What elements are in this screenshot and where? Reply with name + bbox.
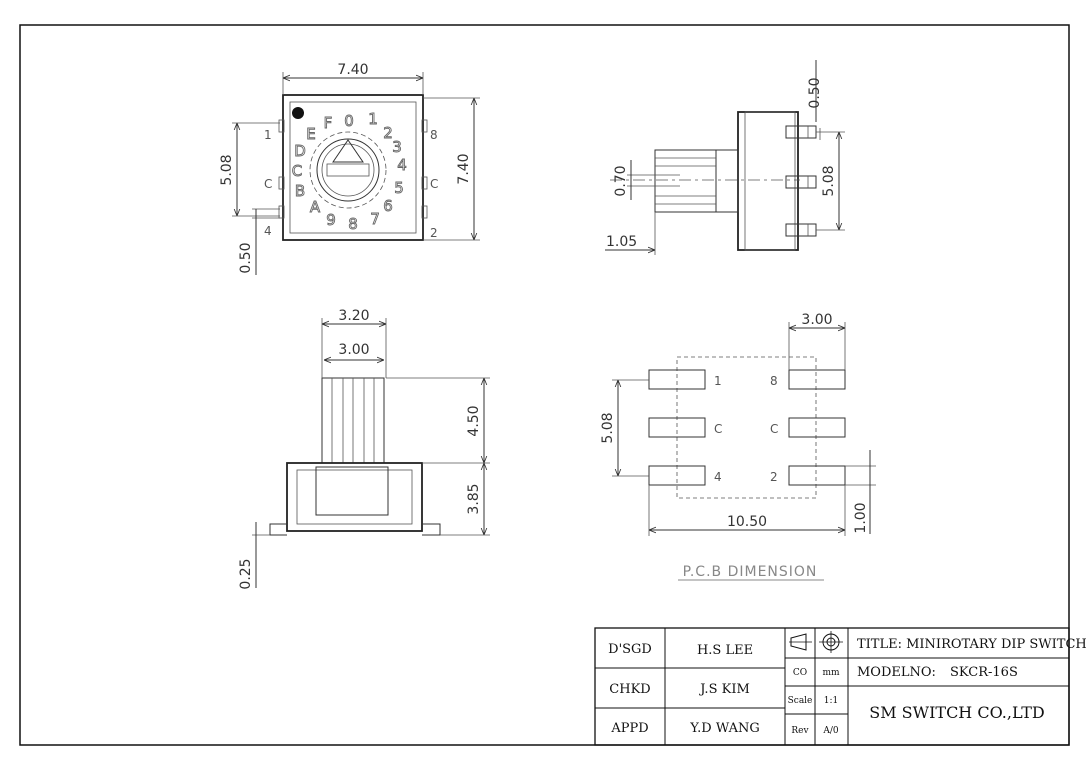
dial-label-4: 4 [397,156,407,174]
pcb-pin-1-label: 1 [714,374,722,388]
model-label: MODELNO: [857,665,936,680]
front-base-dimension: 0.25 [238,558,254,589]
pcb-pitch-dimension: 5.08 [600,412,616,443]
pcb-view: 1 8 C C 4 2 3.00 5.08 10.50 1.00 P.C.B D… [600,312,876,581]
co-label: CO [793,668,807,678]
front-outer-dimension: 3.20 [338,308,369,324]
dial-label-5: 5 [394,179,404,197]
company-name: SM SWITCH CO.,LTD [869,703,1045,722]
dial-label-a: A [310,198,321,216]
pcb-pad-4 [648,465,706,486]
pcb-dimension-label: P.C.B DIMENSION [683,564,818,580]
front-shaft-height-dimension: 4.50 [466,405,482,436]
dial-hex-labels: 0 1 2 3 4 5 6 7 8 9 A B C D E F [291,110,407,234]
dial-label-3: 3 [392,138,402,156]
pcb-pad-c-right [788,417,846,438]
dial-label-7: 7 [370,210,380,228]
dial-label-8: 8 [348,215,358,233]
side-pitch-dimension: 5.08 [821,165,837,196]
top-pin-c-left-label: C [264,177,272,191]
pcb-pin-4-label: 4 [714,470,722,484]
pcb-pin-2-label: 2 [770,470,778,484]
pcb-pin-c-right-label: C [770,422,778,436]
top-pin-8-label: 8 [430,128,438,142]
dial-label-6: 6 [383,197,393,215]
title-block: D'SGD H.S LEE CHKD J.S KIM APPD Y.D WANG… [594,627,1087,746]
checked-label: CHKD [609,682,650,697]
side-view: 0.50 5.08 0.70 1.05 [605,60,845,255]
top-pitch-dimension: 5.08 [219,154,235,185]
scale-label: Scale [788,696,813,706]
dial-label-d: D [294,142,306,160]
side-top-dimension: 0.50 [807,77,823,108]
dial-gear [309,131,387,209]
sheet-border [19,24,1070,746]
pcb-pad-width-dimension: 3.00 [801,312,832,328]
crosshair-circle-icon [819,631,843,653]
pin1-marker-dot [292,107,304,119]
pcb-pad-1 [648,369,706,390]
front-body-height-dimension: 3.85 [466,483,482,514]
pcb-outline [676,356,817,499]
dial-label-e: E [306,125,315,143]
dial-label-9: 9 [326,211,336,229]
pcb-span-dimension: 10.50 [727,514,767,530]
side-view-shaft [654,149,717,213]
approved-label: APPD [610,721,648,736]
approved-name: Y.D WANG [689,721,759,736]
pcb-pin-8-label: 8 [770,374,778,388]
top-pin-1-label: 1 [264,128,272,142]
pcb-pad-c-left [648,417,706,438]
top-pin-c-right-label: C [430,177,438,191]
top-width-dimension: 7.40 [337,62,368,78]
top-pin-2-label: 2 [430,226,438,240]
rev-label: Rev [791,726,809,736]
dial-label-f: F [324,114,333,132]
side-shaft-dimension: 0.70 [613,165,629,196]
dial-label-1: 1 [368,110,378,128]
designed-name: H.S LEE [697,643,753,658]
top-pad-dimension: 0.50 [238,242,254,273]
designed-label: D'SGD [608,642,652,657]
checked-name: J.S KIM [698,682,750,697]
front-inner-dimension: 3.00 [338,342,369,358]
dial-label-0: 0 [344,112,354,130]
dial-label-c: C [292,162,302,180]
dial-label-b: B [295,182,305,200]
scale-value: 1:1 [824,696,838,706]
top-view-body [282,94,424,241]
pcb-pin-c-left-label: C [714,422,722,436]
side-lead-dimension: 1.05 [606,234,637,250]
front-view: 3.20 3.00 4.50 3.85 0.25 [238,308,490,590]
third-angle-projection-icon [789,633,812,651]
unit-value: mm [822,668,840,678]
pcb-pad-8 [788,369,846,390]
front-view-body [286,462,423,532]
top-view: 0 1 2 3 4 5 6 7 8 9 A B C D E F 1 8 C C … [219,62,480,275]
dial-label-2: 2 [383,124,393,142]
dial-arrow-icon [332,139,364,163]
side-view-body [737,111,799,251]
top-height-dimension: 7.40 [456,153,472,184]
rev-value: A/0 [822,726,839,736]
drawing-title: TITLE: MINIROTARY DIP SWITCH [857,637,1087,652]
top-pin-4-label: 4 [264,224,272,238]
pcb-pad-2 [788,465,846,486]
pcb-pad-height-dimension: 1.00 [853,502,869,533]
model-number: SKCR-16S [950,665,1018,680]
